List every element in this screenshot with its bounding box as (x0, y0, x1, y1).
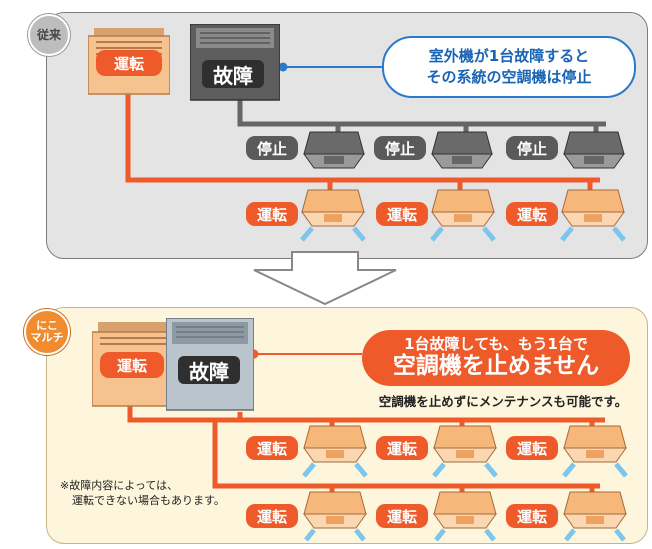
nico-multi-badge-line1: にこ (36, 319, 58, 333)
running-tag-after-5: 運転 (376, 504, 428, 528)
indoor-unit-stopped-1 (303, 131, 365, 169)
footnote: ※故障内容によっては、 運転できない場合もあります。 (60, 478, 225, 509)
running-tag-after-2: 運転 (376, 436, 428, 460)
indoor-unit-running-after-1 (302, 425, 368, 478)
running-tag-after-6: 運転 (506, 504, 558, 528)
footnote-line1: ※故障内容によっては、 (60, 479, 179, 492)
stopped-tag-1: 停止 (246, 136, 298, 160)
running-tag-before-3: 運転 (506, 202, 558, 226)
outdoor-running-tag-before: 運転 (96, 50, 162, 76)
down-arrow (253, 251, 397, 306)
after-callout: 1台故障しても、もう1台で 空調機を止めません (362, 330, 630, 386)
nico-multi-badge: にこ マルチ (24, 309, 70, 355)
indoor-unit-running-after-3 (562, 425, 628, 478)
outdoor-fault-tag-after: 故障 (178, 356, 240, 384)
conventional-badge: 従来 (28, 14, 70, 56)
indoor-unit-stopped-2 (431, 131, 493, 169)
before-callout-line2: その系統の空調機は停止 (426, 68, 592, 86)
indoor-unit-running-before-2 (430, 189, 496, 242)
stopped-tag-2: 停止 (374, 136, 426, 160)
outdoor-fault-tag-before: 故障 (202, 60, 264, 88)
outdoor-running-tag-after: 運転 (100, 352, 164, 378)
before-callout-connector (278, 62, 382, 72)
nico-multi-badge-line2: マルチ (30, 331, 64, 344)
stopped-tag-3: 停止 (506, 136, 558, 160)
before-callout: 室外機が1台故障すると その系統の空調機は停止 (382, 36, 636, 98)
running-tag-before-1: 運転 (246, 202, 298, 226)
indoor-unit-running-after-5 (433, 491, 497, 542)
indoor-unit-running-after-4 (303, 491, 367, 542)
running-tag-after-1: 運転 (246, 436, 298, 460)
indoor-unit-stopped-3 (563, 131, 625, 169)
before-callout-line1: 室外機が1台故障すると (428, 47, 590, 65)
before-stopped-pipes (237, 100, 606, 134)
after-callout-line1: 1台故障しても、もう1台で (404, 335, 588, 354)
running-tag-after-4: 運転 (246, 504, 298, 528)
maintenance-text: 空調機を止めずにメンテナンスも可能です。 (378, 394, 628, 409)
after-callout-connector (249, 349, 362, 359)
indoor-unit-running-after-6 (563, 491, 627, 542)
indoor-unit-running-before-3 (560, 189, 626, 242)
after-callout-line2: 空調機を止めません (392, 353, 600, 380)
indoor-unit-running-after-2 (432, 425, 498, 478)
indoor-unit-running-before-1 (300, 189, 366, 242)
running-tag-before-2: 運転 (376, 202, 428, 226)
footnote-line2: 運転できない場合もあります。 (72, 494, 225, 508)
running-tag-after-3: 運転 (506, 436, 558, 460)
